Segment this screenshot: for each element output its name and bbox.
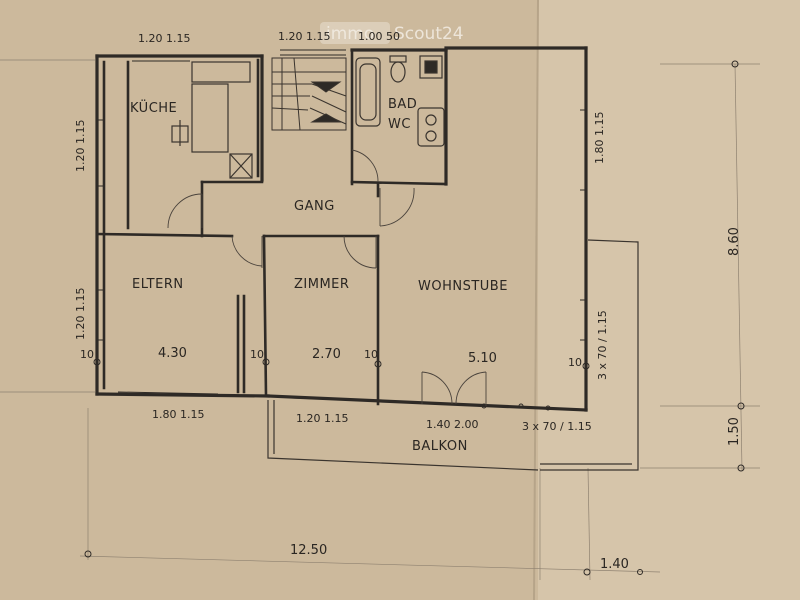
dim-right-window-bad: 1.80 1.15	[593, 112, 606, 164]
dim-mark-10-a: 10	[80, 348, 94, 361]
dim-window-zimmer: 1.20 1.15	[296, 412, 348, 425]
dim-mark-10-d: 10	[568, 356, 582, 369]
dim-width-balkon-side: 1.40	[600, 557, 629, 572]
balkon-outline	[267, 239, 639, 471]
room-label-balkon: BALKON	[412, 439, 468, 454]
room-label-zimmer: ZIMMER	[294, 277, 349, 292]
dim-left-window-kueche: 1.20 1.15	[74, 120, 87, 172]
dim-window-right-vertical: 3 x 70 / 1.15	[596, 310, 609, 380]
dim-total-width: 12.50	[290, 543, 327, 558]
inner-walls	[95, 48, 448, 406]
dim-top-window-stair: 1.20 1.15	[278, 30, 330, 43]
watermark-suffix: Scout24	[394, 24, 464, 44]
paper-fold	[533, 0, 539, 600]
paper-left-sheet	[0, 0, 540, 600]
dim-top-window-bad: 1.00 50	[358, 30, 400, 43]
room-label-eltern: ELTERN	[132, 277, 184, 292]
dim-mark-10-b: 10	[250, 348, 264, 361]
doors	[167, 149, 487, 406]
dim-width-zimmer: 2.70	[312, 347, 341, 362]
staircase	[271, 57, 347, 131]
bad-fixtures	[355, 55, 445, 147]
room-label-wc: WC	[388, 117, 411, 132]
dimension-labels: 1.20 1.15 1.20 1.15 1.00 50 1.20 1.15 1.…	[74, 30, 742, 572]
paper-right-sheet	[538, 0, 800, 600]
dim-top-window-kueche: 1.20 1.15	[138, 32, 190, 45]
outer-walls	[95, 46, 588, 412]
room-label-kueche: KÜCHE	[130, 99, 177, 116]
room-labels: KÜCHE BAD WC GANG ELTERN ZIMMER WOHNSTUB…	[130, 97, 508, 454]
windows	[97, 49, 586, 401]
dim-window-right-bottom: 3 x 70 / 1.15	[522, 420, 592, 433]
dim-depth-main: 8.60	[727, 227, 742, 256]
dim-depth-balkon: 1.50	[727, 417, 742, 446]
dim-left-window-eltern: 1.20 1.15	[74, 288, 87, 340]
dim-mark-10-c: 10	[364, 348, 378, 361]
dim-window-eltern: 1.80 1.15	[152, 408, 204, 421]
watermark-prefix: immo	[326, 24, 374, 44]
room-label-gang: GANG	[294, 199, 335, 214]
room-label-wohnstube: WOHNSTUBE	[418, 279, 508, 294]
room-label-bad: BAD	[388, 97, 417, 112]
kueche-fixtures	[171, 61, 253, 179]
construction-lines	[0, 59, 760, 581]
dim-door-balkon: 1.40 2.00	[426, 418, 478, 431]
immoscout-watermark: immo Scout24	[320, 22, 464, 44]
dim-width-eltern: 4.30	[158, 346, 187, 361]
dim-width-wohnstube: 5.10	[468, 351, 497, 366]
